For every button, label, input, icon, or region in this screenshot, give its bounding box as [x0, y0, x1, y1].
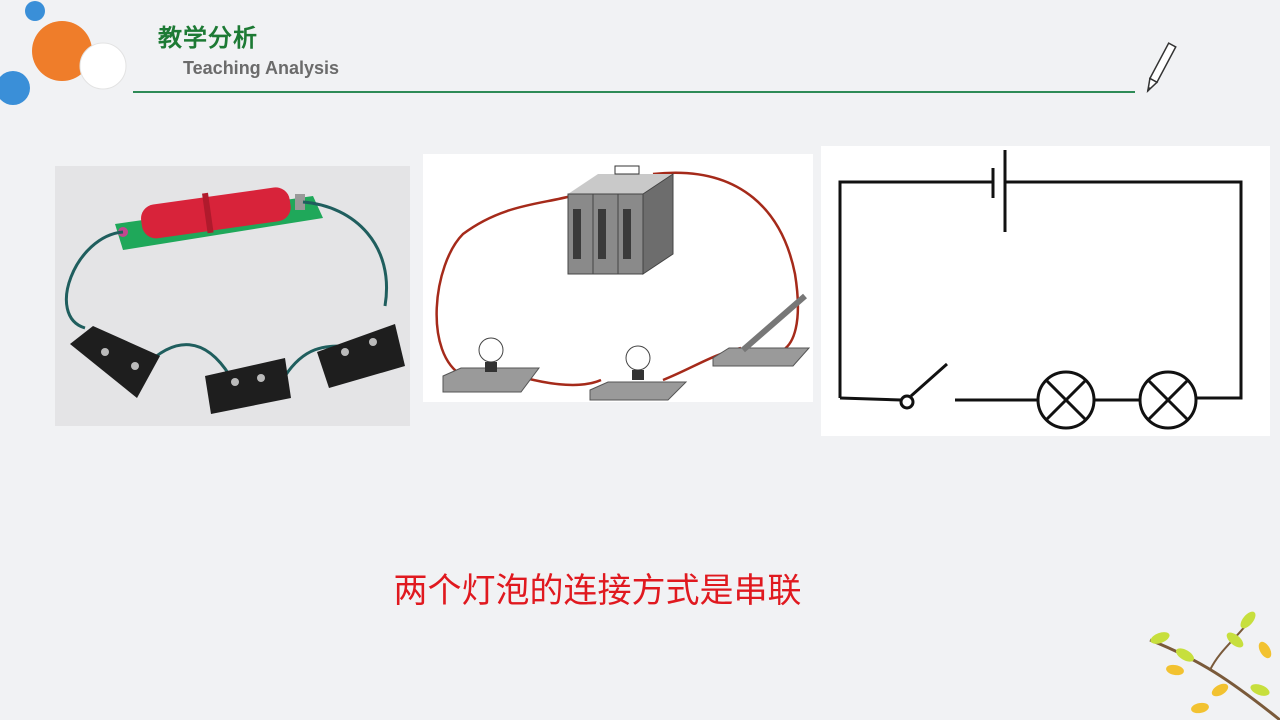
circuit-illustration [423, 154, 813, 402]
conclusion-caption: 两个灯泡的连接方式是串联 [393, 571, 802, 611]
page-title: 教学分析 [158, 24, 258, 52]
pencil-icon [1146, 42, 1177, 94]
decorative-bubbles [0, 1, 127, 105]
tree-branch-decoration [1149, 611, 1280, 720]
page-subtitle: Teaching Analysis [183, 58, 340, 78]
circuit-schematic [821, 146, 1270, 436]
circuit-photo [55, 166, 410, 426]
header-divider [133, 91, 1135, 93]
